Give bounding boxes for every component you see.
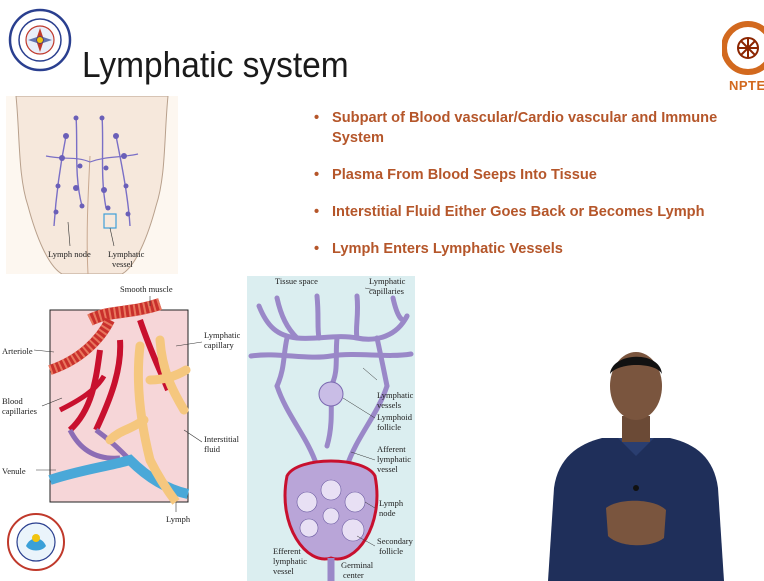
label-capillaries: capillaries [369, 286, 404, 296]
label-germinal: Germinal [341, 560, 374, 570]
label-efferent: Efferent [273, 546, 301, 556]
label-capillary: capillary [204, 340, 234, 350]
label-lymph: Lymph [379, 498, 404, 508]
institute-seal-icon [6, 508, 66, 578]
label-vessels: vessels [377, 400, 401, 410]
slide-title: Lymphatic system [82, 44, 349, 86]
bullet-item: Lymph Enters Lymphatic Vessels [312, 239, 732, 259]
label-lymphatic: Lymphatic [108, 249, 145, 259]
bullet-item: Plasma From Blood Seeps Into Tissue [312, 165, 732, 185]
label-arteriole: Arteriole [2, 346, 33, 356]
label-venule: Venule [2, 466, 26, 476]
label-capillaries: capillaries [2, 406, 37, 416]
label-secondary: Secondary [377, 536, 414, 546]
label-vessel: vessel [112, 259, 133, 269]
label-node: node [379, 508, 396, 518]
label-lymphatic: Lymphatic [377, 390, 414, 400]
bullet-item: Subpart of Blood vascular/Cardio vascula… [312, 108, 732, 148]
label-lymphatic: lymphatic [273, 556, 307, 566]
label-interstitial: Interstitial [204, 434, 240, 444]
lymph-node-figure: Tissue space Lymphatic capillaries Lymph… [247, 276, 415, 581]
label-blood: Blood [2, 396, 24, 406]
bullet-item: Interstitial Fluid Either Goes Back or B… [312, 202, 732, 222]
presenter-video [548, 338, 724, 581]
label-fluid: fluid [204, 444, 221, 454]
label-lymphatic: Lymphatic [204, 330, 240, 340]
label-vessel: vessel [377, 464, 398, 474]
label-lymphatic: lymphatic [377, 454, 411, 464]
label-center: center [343, 570, 364, 580]
label-follicle: follicle [379, 546, 403, 556]
label-tissue-space: Tissue space [275, 276, 318, 286]
label-lymphoid: Lymphoid [377, 412, 413, 422]
institute-seal-icon [8, 6, 72, 78]
label-lymphatic: Lymphatic [369, 276, 406, 286]
label-lymph: Lymph [166, 514, 191, 524]
label-afferent: Afferent [377, 444, 406, 454]
bullet-list: Subpart of Blood vascular/Cardio vascula… [312, 108, 732, 276]
nptel-wordmark: NPTE [729, 78, 764, 93]
label-lymph-node: Lymph node [48, 249, 91, 259]
label-follicle: follicle [377, 422, 401, 432]
label-smooth-muscle: Smooth muscle [120, 284, 173, 294]
label-vessel: vessel [273, 566, 294, 576]
body-lymph-figure: Lymph node Lymphatic vessel [6, 96, 178, 274]
capillary-figure: Smooth muscle Arteriole Lymphatic capill… [0, 280, 240, 530]
